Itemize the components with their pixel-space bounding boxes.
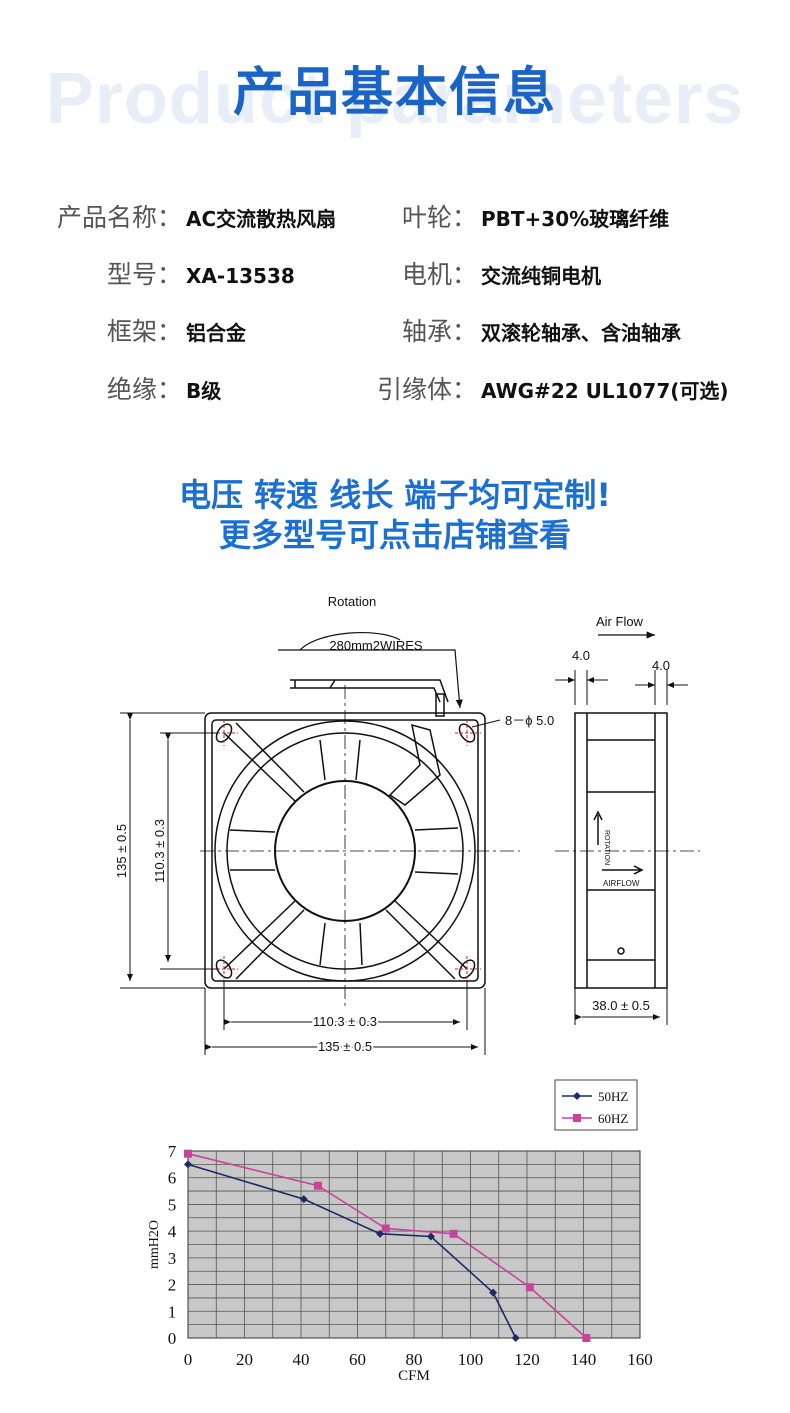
x-tick-label: 20 [236, 1350, 253, 1369]
spec-value: AC交流散热风扇 [186, 207, 337, 231]
spec-label: 电机： [401, 260, 477, 289]
width-inner-label: 110.3 ± 0.3 [313, 1014, 377, 1029]
spec-bearing: 轴承：双滚轮轴承、含油轴承 [335, 312, 681, 352]
x-tick-label: 60 [349, 1350, 366, 1369]
data-point [184, 1149, 192, 1158]
hole-label: 8－ϕ 5.0 [505, 713, 554, 728]
spec-value: XA-13538 [186, 264, 295, 288]
spec-model: 型号：XA-13538 [20, 255, 295, 295]
data-point [449, 1229, 458, 1238]
data-point [299, 1195, 308, 1204]
spec-lead-wire: 引缘体：AWG#22 UL1077(可选) [335, 370, 729, 410]
y-tick-label: 2 [168, 1276, 177, 1295]
series-line [187, 1163, 517, 1339]
height-outer-label: 135 ± 0.5 [114, 824, 129, 878]
mount-hole [215, 959, 233, 979]
rotation-label: Rotation [328, 594, 376, 609]
data-point [511, 1334, 520, 1342]
spec-frame: 框架：铝合金 [20, 312, 246, 352]
spec-value: 铝合金 [186, 321, 246, 345]
mount-hole [458, 959, 476, 979]
spec-label: 型号： [106, 260, 182, 289]
height-inner-label: 110.3 ± 0.3 [152, 819, 167, 883]
spec-impeller: 叶轮：PBT+30%玻璃纤维 [335, 198, 669, 238]
y-tick-label: 5 [168, 1195, 177, 1214]
y-tick-label: 7 [168, 1142, 177, 1161]
spec-label: 轴承： [401, 317, 477, 346]
x-tick-label: 100 [458, 1350, 484, 1369]
page-title: 产品基本信息 [232, 63, 557, 123]
x-tick-label: 0 [184, 1350, 193, 1369]
chart-legend: 50HZ 60HZ [554, 1079, 638, 1131]
x-tick-label: 80 [406, 1350, 423, 1369]
flange-right-label: 4.0 [652, 658, 670, 673]
flange-left-label: 4.0 [572, 648, 590, 663]
y-axis-label: mmH2O [147, 1220, 162, 1269]
legend-label: 60HZ [598, 1111, 628, 1126]
spec-value: B级 [186, 379, 222, 403]
data-point [525, 1283, 534, 1292]
spec-motor: 电机：交流纯铜电机 [335, 255, 601, 295]
spec-label: 引缘体： [376, 375, 477, 404]
data-point [313, 1181, 322, 1190]
side-airflow-label: AIRFLOW [603, 879, 640, 888]
spec-label: 产品名称： [56, 203, 182, 232]
legend-marker [573, 1092, 581, 1100]
promo-line-1: 电压 转速 线长 端子均可定制! [178, 476, 612, 514]
spec-label: 框架： [106, 317, 182, 346]
wire-exit [388, 723, 441, 806]
x-tick-label: 160 [627, 1350, 653, 1369]
y-tick-label: 6 [168, 1169, 177, 1188]
mount-hole [458, 723, 476, 743]
y-tick-label: 4 [168, 1222, 177, 1241]
wires-label: 280mm2WIRES [329, 638, 423, 653]
promo-line-2: 更多型号可点击店铺查看 [218, 516, 571, 554]
x-tick-label: 40 [293, 1350, 310, 1369]
y-tick-label: 1 [168, 1302, 177, 1321]
data-point [381, 1224, 390, 1233]
spec-label: 叶轮： [401, 203, 477, 232]
y-tick-label: 3 [168, 1249, 177, 1268]
x-tick-label: 140 [571, 1350, 597, 1369]
spec-insulation: 绝缘：B级 [20, 370, 221, 410]
spec-value: 双滚轮轴承、含油轴承 [481, 321, 681, 345]
legend-label: 50HZ [598, 1089, 628, 1104]
depth-label: 38.0 ± 0.5 [592, 998, 650, 1013]
legend-box [554, 1079, 638, 1131]
watermark-text: Product parameters [45, 59, 745, 139]
dimension-drawing: Rotation 280mm2WIRES 8－ϕ 5.0 135 ± 0.5 1… [114, 594, 700, 1056]
data-point [184, 1160, 192, 1169]
legend-marker [573, 1114, 581, 1122]
spec-value: PBT+30%玻璃纤维 [481, 207, 670, 231]
spec-value: AWG#22 UL1077(可选) [481, 379, 729, 403]
x-tick-label: 120 [514, 1350, 540, 1369]
airflow-label: Air Flow [596, 614, 644, 629]
spec-value: 交流纯铜电机 [481, 264, 601, 288]
x-axis-label: CFM [398, 1368, 430, 1384]
width-outer-label: 135 ± 0.5 [318, 1039, 372, 1054]
fan-side-view [574, 712, 668, 989]
mount-hole [215, 723, 233, 743]
spec-label: 绝缘： [106, 375, 182, 404]
spec-product-name: 产品名称：AC交流散热风扇 [20, 198, 336, 238]
data-point [426, 1232, 435, 1241]
data-point [582, 1334, 591, 1342]
data-point [489, 1288, 498, 1297]
side-rotation-label: ROTATION [603, 830, 610, 865]
y-tick-label: 0 [168, 1329, 177, 1348]
series-line [187, 1152, 587, 1339]
